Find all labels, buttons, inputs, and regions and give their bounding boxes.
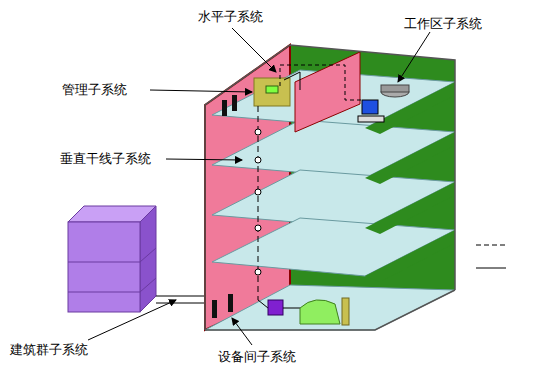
subsystem-label: 垂直干线子系统 [60, 151, 151, 167]
subsystem-label: 水平子系统 [198, 9, 263, 25]
subsystem-label: 工作区子系统 [404, 16, 482, 32]
subsystem-label: 建筑群子系统 [10, 342, 88, 358]
subsystem-label: 管理子系统 [62, 82, 127, 98]
subsystem-label: 设备间子系统 [218, 349, 296, 365]
